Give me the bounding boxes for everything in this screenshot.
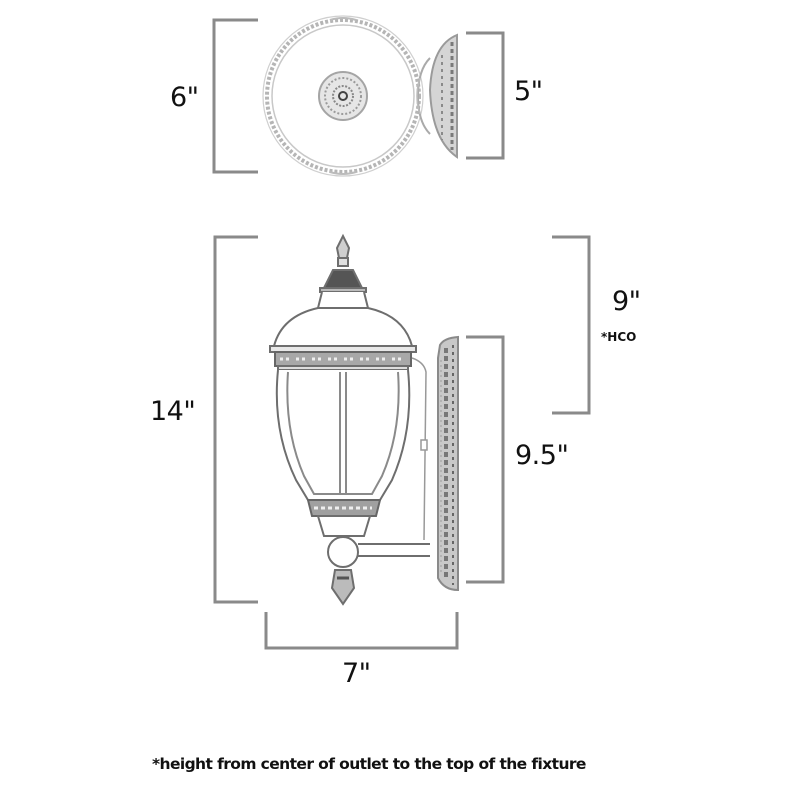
backplate-top-view (416, 33, 458, 159)
backplate-height-label: 9.5" (515, 440, 569, 471)
backplate-bracket-5in (466, 31, 505, 160)
finial-medallion (318, 71, 368, 121)
hco-sublabel: *HCO (601, 330, 637, 344)
hco-footnote: *height from center of outlet to the top… (152, 755, 586, 773)
backplate-front-view (437, 335, 459, 592)
top-view-width-label: 6" (170, 82, 199, 113)
height-bracket-14in (213, 235, 258, 604)
top-view (212, 15, 505, 177)
hco-bracket-9in (552, 235, 591, 415)
overall-height-label: 14" (150, 396, 196, 427)
front-view (213, 233, 591, 650)
lantern-fixture (269, 233, 430, 606)
top-view-backplate-label: 5" (514, 76, 543, 107)
backplate-bracket-9-5in (466, 335, 505, 584)
width-bracket-6in (212, 18, 258, 174)
hco-height-label: 9" (612, 286, 641, 317)
extension-label: 7" (342, 658, 371, 689)
extension-bracket-7in (264, 612, 459, 650)
